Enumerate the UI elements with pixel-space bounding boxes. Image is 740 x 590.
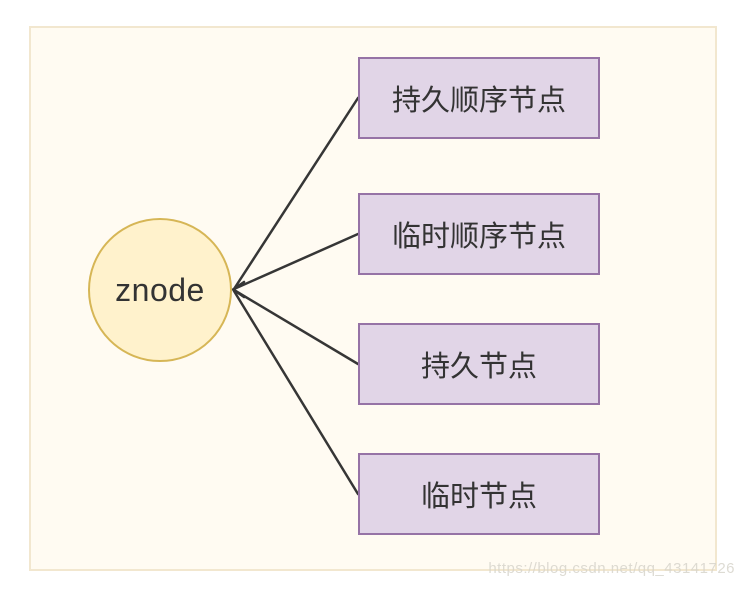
node-znode: znode (88, 218, 232, 362)
node-persistent-sequential: 持久顺序节点 (358, 57, 600, 139)
edge-znode-persistent (232, 288, 360, 366)
arrowhead-icon (231, 280, 246, 299)
node-znode-label: znode (115, 271, 205, 308)
edge-znode-ephemeral (232, 289, 360, 496)
watermark: https://blog.csdn.net/qq_43141726 (488, 560, 735, 577)
edge-znode-ephemeral-sequential (232, 232, 360, 291)
node-ephemeral-sequential-label: 临时顺序节点 (391, 221, 566, 253)
node-ephemeral-sequential: 临时顺序节点 (358, 193, 600, 275)
node-ephemeral-label: 临时节点 (420, 481, 537, 513)
node-persistent: 持久节点 (358, 323, 600, 405)
node-ephemeral: 临时节点 (358, 453, 600, 535)
edge-znode-persistent-sequential (232, 96, 360, 291)
node-persistent-label: 持久节点 (420, 351, 537, 383)
node-persistent-sequential-label: 持久顺序节点 (391, 85, 566, 117)
